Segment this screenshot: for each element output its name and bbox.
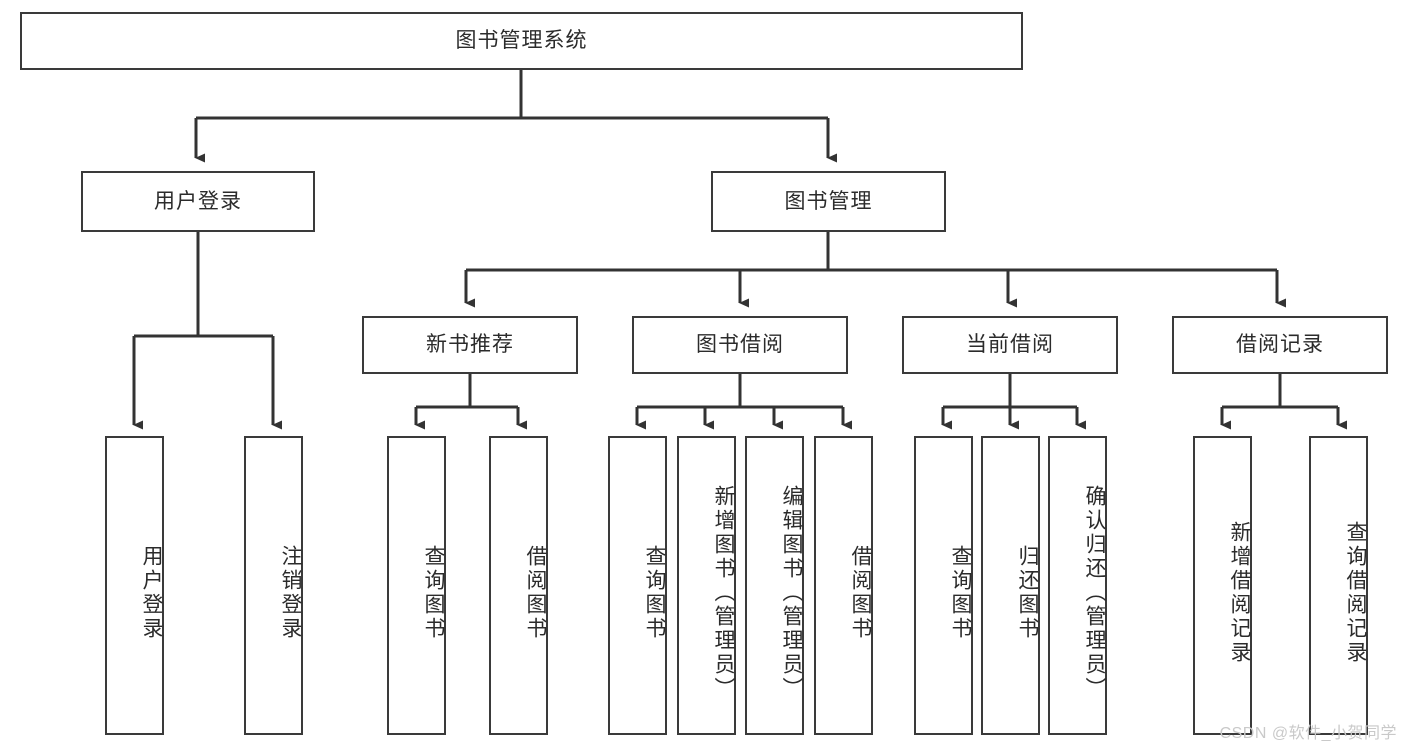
csdn-watermark: CSDN @软件_小贺同学 [1219,725,1397,742]
leaf-query-borrow-record[interactable]: 查询借阅记录 [1309,436,1368,735]
node-new-book-recommendation[interactable]: 新书推荐 [362,316,578,374]
leaf-query-book-current[interactable]: 查询图书 [914,436,973,735]
leaf-confirm-return-admin[interactable]: 确认归还（管理员） [1048,436,1107,735]
leaf-add-borrow-record[interactable]: 新增借阅记录 [1193,436,1252,735]
leaf-edit-book-admin[interactable]: 编辑图书（管理员） [745,436,804,735]
leaf-user-login[interactable]: 用户登录 [105,436,164,735]
node-root[interactable]: 图书管理系统 [20,12,1023,70]
node-book-borrowing[interactable]: 图书借阅 [632,316,848,374]
leaf-borrow-book-borrowing[interactable]: 借阅图书 [814,436,873,735]
leaf-logout[interactable]: 注销登录 [244,436,303,735]
node-borrow-record[interactable]: 借阅记录 [1172,316,1388,374]
node-user-login[interactable]: 用户登录 [81,171,315,232]
node-current-borrowing[interactable]: 当前借阅 [902,316,1118,374]
leaf-add-book-admin[interactable]: 新增图书（管理员） [677,436,736,735]
leaf-borrow-book-recommendation[interactable]: 借阅图书 [489,436,548,735]
leaf-return-book[interactable]: 归还图书 [981,436,1040,735]
leaf-query-book-borrowing[interactable]: 查询图书 [608,436,667,735]
node-book-management[interactable]: 图书管理 [711,171,946,232]
leaf-query-book-recommendation[interactable]: 查询图书 [387,436,446,735]
